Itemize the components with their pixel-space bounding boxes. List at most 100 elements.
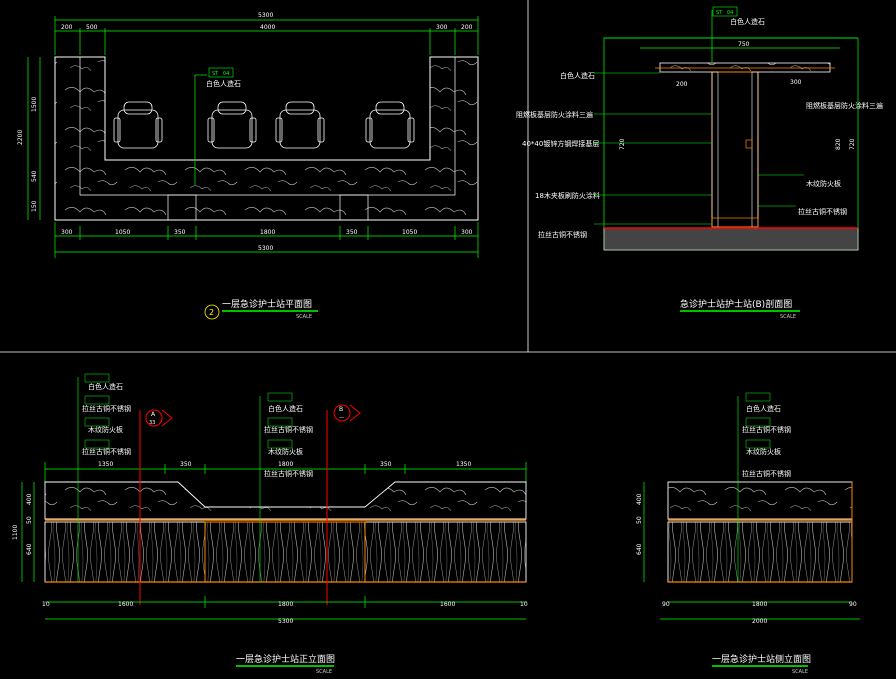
section-label-left-3: 40*40镀锌方钢焊接基层	[522, 139, 599, 148]
plan-chair-2	[207, 101, 257, 149]
svg-text:540: 540	[31, 170, 38, 182]
section-cabinet	[711, 71, 759, 228]
svg-text:640: 640	[26, 543, 33, 555]
plan-view-title: 一层急诊护士站平面图	[222, 298, 312, 310]
section-label-left-4: 18木夹板刷防火涂料	[535, 191, 600, 200]
svg-text:350: 350	[174, 229, 186, 236]
svg-text:1600: 1600	[118, 601, 133, 608]
svg-text:1800: 1800	[278, 461, 293, 468]
svg-text:90: 90	[662, 601, 670, 608]
plan-counter-top	[54, 56, 479, 221]
plan-dim-total-top: 5300	[258, 12, 273, 19]
plan-chair-1	[113, 101, 163, 149]
plan-dim-total-bottom: 5300	[258, 245, 273, 252]
front-legend-left: 白色人造石 拉丝古铜不锈钢 木纹防火板 拉丝古铜不锈钢	[82, 373, 131, 456]
svg-text:1800: 1800	[260, 229, 275, 236]
svg-text:33: 33	[149, 420, 155, 426]
svg-text:1800: 1800	[278, 601, 293, 608]
svg-text:300: 300	[461, 229, 473, 236]
svg-text:150: 150	[31, 200, 38, 212]
section-view-scale: SCALE	[780, 314, 796, 320]
section-floor	[603, 227, 859, 251]
plan-dim-top-2: 500	[86, 24, 98, 31]
section-label-right-1: 阻燃板基层防火涂料三遍	[806, 101, 883, 110]
svg-text:300: 300	[790, 79, 802, 86]
side-dim-total: 2000	[752, 618, 767, 625]
side-upper-marble	[667, 481, 853, 520]
svg-text:1050: 1050	[402, 229, 417, 236]
plan-dim-top-5: 200	[461, 24, 473, 31]
front-lower-wood	[44, 521, 527, 583]
plan-dim-top-3: 4000	[260, 24, 275, 31]
svg-text:白色人造石: 白色人造石	[746, 404, 781, 413]
svg-text:400: 400	[26, 493, 33, 505]
svg-text:720: 720	[849, 138, 856, 150]
svg-text:350: 350	[180, 461, 192, 468]
svg-text:木纹防火板: 木纹防火板	[88, 425, 123, 434]
svg-text:820: 820	[835, 138, 842, 150]
svg-text:640: 640	[636, 543, 643, 555]
svg-text:04: 04	[223, 71, 229, 77]
plan-view-number: 2	[209, 308, 214, 317]
svg-text:200: 200	[676, 81, 688, 88]
svg-text:1100: 1100	[12, 525, 19, 540]
plan-view-number-circle	[204, 304, 220, 320]
front-elevation-view: 1350 350 1800 350 1350 A 33 B — 白色人造石 拉丝…	[12, 373, 528, 675]
front-legend-mid: 白色人造石 拉丝古铜不锈钢 木纹防火板 拉丝古铜不锈钢	[264, 392, 313, 478]
section-label-left-5: 拉丝古铜不锈钢	[538, 230, 587, 239]
svg-text:1350: 1350	[456, 461, 471, 468]
plan-view: 5300 200 500 4000 300 200	[17, 12, 479, 320]
svg-text:拉丝古铜不锈钢: 拉丝古铜不锈钢	[742, 469, 791, 478]
section-label-left-2: 阻燃板基层防火涂料三遍	[516, 110, 593, 119]
svg-text:1800: 1800	[752, 601, 767, 608]
front-view-title: 一层急诊护士站正立面图	[236, 653, 335, 665]
front-view-scale: SCALE	[316, 669, 332, 675]
plan-dim-top-4: 300	[436, 24, 448, 31]
svg-text:10: 10	[42, 601, 50, 608]
section-view-title: 急诊护士站护士站(B)剖面图	[680, 298, 792, 310]
side-view-scale: SCALE	[792, 669, 808, 675]
svg-text:720: 720	[619, 138, 626, 150]
svg-text:木纹防火板: 木纹防火板	[746, 447, 781, 456]
side-view-title: 一层急诊护士站侧立面图	[712, 653, 811, 665]
svg-text:50: 50	[26, 516, 33, 524]
svg-text:04: 04	[727, 10, 733, 16]
section-dim-750: 750	[738, 41, 750, 48]
svg-text:拉丝古铜不锈钢: 拉丝古铜不锈钢	[82, 447, 131, 456]
svg-text:白色人造石: 白色人造石	[88, 382, 123, 391]
plan-chair-3	[275, 101, 325, 149]
svg-text:350: 350	[380, 461, 392, 468]
plan-material-tag: ST	[212, 71, 219, 77]
svg-text:1500: 1500	[31, 97, 38, 112]
section-marker-a-letter: A	[151, 411, 156, 418]
svg-text:350: 350	[346, 229, 358, 236]
svg-text:90: 90	[849, 601, 857, 608]
svg-text:拉丝古铜不锈钢: 拉丝古铜不锈钢	[264, 425, 313, 434]
side-legend: 白色人造石 拉丝古铜不锈钢 木纹防火板 拉丝古铜不锈钢	[742, 392, 791, 478]
svg-text:50: 50	[636, 516, 643, 524]
svg-text:300: 300	[61, 229, 73, 236]
section-label-right-2: 木纹防火板	[806, 179, 841, 188]
plan-material-label: 白色人造石	[206, 79, 241, 88]
side-lower-wood	[667, 521, 853, 583]
side-elevation-view: 白色人造石 拉丝古铜不锈钢 木纹防火板 拉丝古铜不锈钢 400 50 640 9…	[636, 392, 860, 675]
svg-text:10: 10	[520, 601, 528, 608]
front-dim-total: 5300	[278, 618, 293, 625]
plan-chair-4	[365, 101, 415, 149]
svg-text:拉丝古铜不锈钢: 拉丝古铜不锈钢	[82, 404, 131, 413]
svg-text:拉丝古铜不锈钢: 拉丝古铜不锈钢	[742, 425, 791, 434]
plan-dim-left-total: 2200	[17, 130, 24, 145]
svg-text:—: —	[339, 415, 344, 421]
section-view: ST 04 白色人造石 750 200 300 白色人造石 阻燃板基层防火涂料三…	[516, 6, 883, 320]
section-label-left-1: 白色人造石	[560, 71, 595, 80]
plan-view-scale: SCALE	[296, 314, 312, 320]
svg-text:ST: ST	[716, 10, 723, 16]
svg-text:400: 400	[636, 493, 643, 505]
section-counter-slab	[659, 62, 831, 73]
front-upper-marble	[44, 481, 527, 520]
section-marker-b-letter: B	[339, 406, 343, 413]
svg-text:拉丝古铜不锈钢: 拉丝古铜不锈钢	[264, 469, 313, 478]
svg-text:1600: 1600	[440, 601, 455, 608]
plan-dim-top-1: 200	[61, 24, 73, 31]
